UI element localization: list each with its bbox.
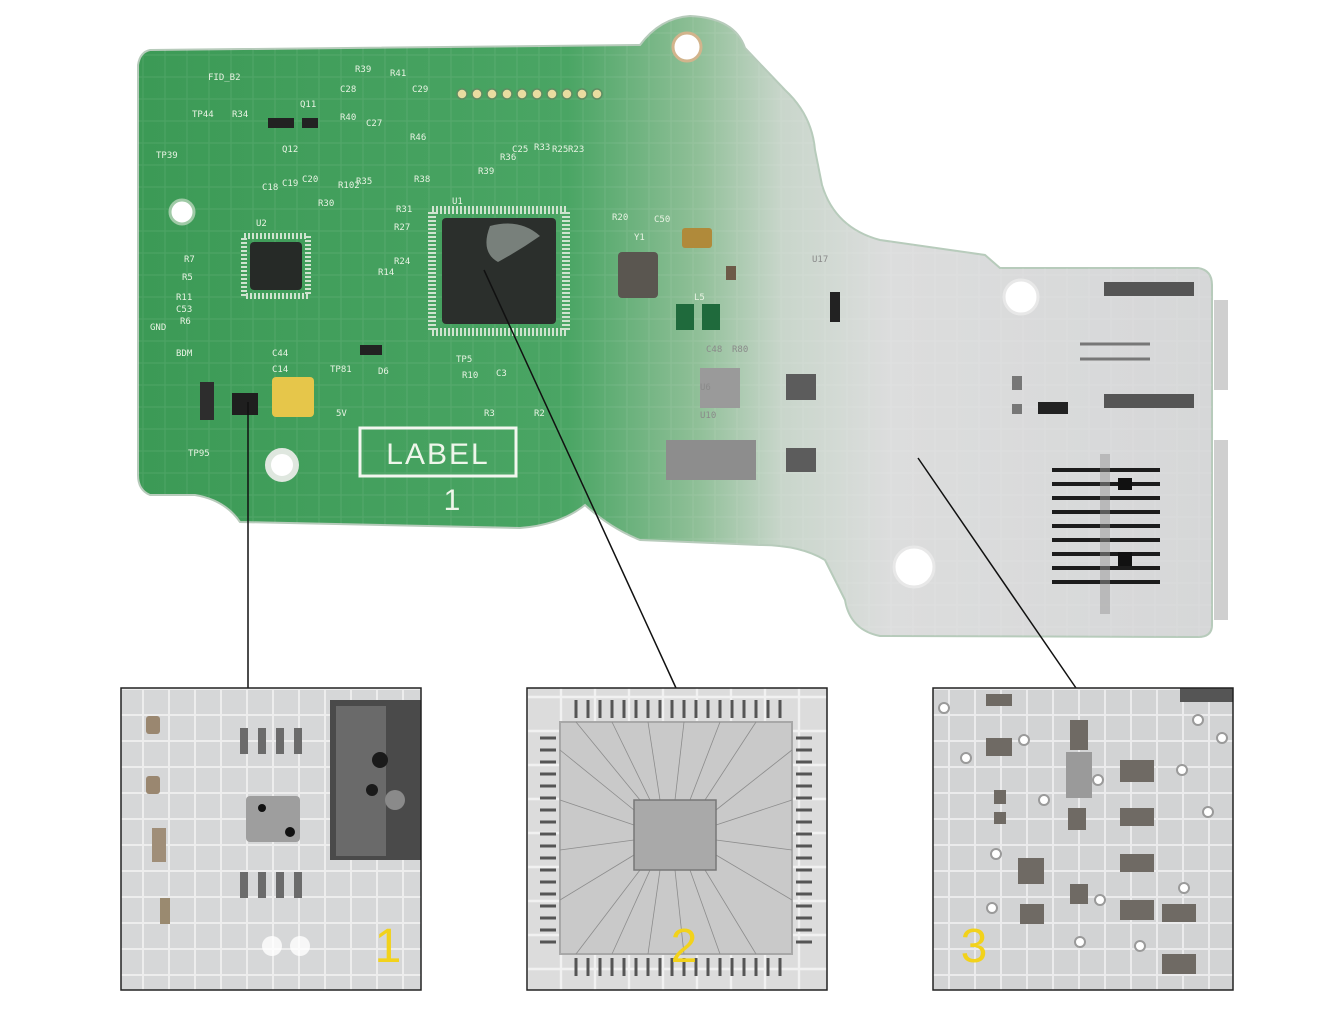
- silk-r6: R6: [180, 317, 191, 327]
- silk-r5: R5: [182, 273, 193, 283]
- callout-lines: [247, 269, 1077, 689]
- silk-tp81: TP81: [330, 365, 352, 375]
- silk-r14: R14: [378, 268, 394, 278]
- silk-u10: U10: [700, 411, 716, 421]
- inset-1: 1: [120, 687, 422, 991]
- silk-q11: Q11: [300, 100, 316, 110]
- silk-r102: R102: [338, 181, 360, 191]
- silk-r3: R3: [484, 409, 495, 419]
- inset-3: 3: [932, 687, 1234, 991]
- silk-l5: L5: [694, 293, 705, 303]
- silk-r33: R33: [534, 143, 550, 153]
- silk-5v: 5V: [336, 409, 347, 419]
- silk-c27: C27: [366, 119, 382, 129]
- silk-c53: C53: [176, 305, 192, 315]
- inset-1-number: 1: [375, 920, 402, 973]
- silk-q12: Q12: [282, 145, 298, 155]
- silk-r23: R23: [568, 145, 584, 155]
- silk-u17: U17: [812, 255, 828, 265]
- silk-tp44: TP44: [192, 110, 214, 120]
- silk-c20: C20: [302, 175, 318, 185]
- silk-c19: C19: [282, 179, 298, 189]
- silk-r10: R10: [462, 371, 478, 381]
- u2-chip: [241, 233, 311, 299]
- silk-c18: C18: [262, 183, 278, 193]
- green-components: [200, 118, 736, 420]
- silk-r39b: R39: [478, 167, 494, 177]
- silk-gnd: GND: [150, 323, 166, 333]
- silk-c3: C3: [496, 369, 507, 379]
- main-qfp-chip: [428, 206, 570, 336]
- inset-2-number: 2: [671, 920, 698, 973]
- mounting-hole: [265, 448, 299, 482]
- silk-u2: U2: [256, 219, 267, 229]
- callout-line-3: [917, 457, 1077, 689]
- silk-r36: R36: [500, 153, 516, 163]
- silk-r27: R27: [394, 223, 410, 233]
- mounting-hole: [671, 31, 703, 63]
- silk-r7: R7: [184, 255, 195, 265]
- silk-r80: R80: [732, 345, 748, 355]
- silk-bdm: BDM: [176, 349, 193, 359]
- label-text: LABEL: [386, 438, 489, 471]
- silk-u6: U6: [700, 383, 711, 393]
- silk-c28: C28: [340, 85, 356, 95]
- silk-fid: FID_B2: [208, 73, 241, 83]
- silk-r39: R39: [355, 65, 371, 75]
- label-number: 1: [444, 484, 461, 517]
- silk-c14: C14: [272, 365, 288, 375]
- mounting-hole: [1002, 278, 1040, 316]
- silk-r25: R25: [552, 145, 568, 155]
- silk-tp5: TP5: [456, 355, 472, 365]
- inset-2: 2: [526, 687, 828, 991]
- silk-c25: C25: [512, 145, 528, 155]
- mounting-hole: [168, 198, 196, 226]
- pcb-board: LABEL 1 FID_B2 TP44 R34 TP39 R39 R41 C28…: [137, 14, 1228, 639]
- silk-r38: R38: [414, 175, 430, 185]
- silk-r30: R30: [318, 199, 334, 209]
- mounting-hole: [892, 545, 936, 589]
- silk-r35: R35: [356, 177, 372, 187]
- silk-r31: R31: [396, 205, 412, 215]
- silk-r2: R2: [534, 409, 545, 419]
- silk-r20: R20: [612, 213, 628, 223]
- silk-r24: R24: [394, 257, 410, 267]
- silk-tp95: TP95: [188, 449, 210, 459]
- silk-r34: R34: [232, 110, 248, 120]
- board-label: LABEL 1: [358, 426, 518, 517]
- xray-components: [666, 282, 1228, 620]
- silk-c29: C29: [412, 85, 428, 95]
- silk-c50: C50: [654, 215, 670, 225]
- callout-line-2: [483, 269, 677, 689]
- silk-d6: D6: [378, 367, 389, 377]
- silkscreen-labels: FID_B2 TP44 R34 TP39 R39 R41 C28 C29 Q11…: [150, 65, 828, 459]
- silk-r40: R40: [340, 113, 356, 123]
- header-pins: [456, 88, 603, 100]
- silk-u1: U1: [452, 197, 463, 207]
- silk-c48: C48: [706, 345, 722, 355]
- inset-3-number: 3: [961, 920, 988, 973]
- silk-r11: R11: [176, 293, 192, 303]
- silk-r41: R41: [390, 69, 406, 79]
- silk-tp39: TP39: [156, 151, 178, 161]
- silk-r46: R46: [410, 133, 426, 143]
- silk-y1: Y1: [634, 233, 645, 243]
- silk-c44: C44: [272, 349, 288, 359]
